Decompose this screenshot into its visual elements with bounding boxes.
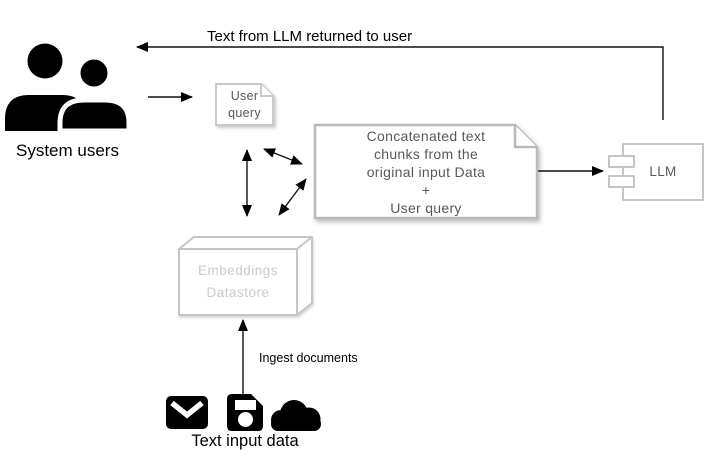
envelope-icon bbox=[166, 396, 208, 429]
system-users-label: System users bbox=[16, 141, 119, 160]
arrow-query-concat bbox=[263, 148, 303, 165]
user-query-label: User query bbox=[216, 88, 273, 122]
user-query-line1: User bbox=[230, 89, 259, 103]
cloud-icon bbox=[271, 400, 321, 431]
text-input-label: Text input data bbox=[191, 432, 299, 450]
note-fold-corner bbox=[260, 84, 273, 97]
concat-line3: original input Data bbox=[366, 164, 486, 180]
component-port-bottom bbox=[608, 175, 635, 188]
note-icon bbox=[215, 83, 274, 126]
note-fold-corner bbox=[513, 125, 537, 149]
datastore-front-face bbox=[178, 248, 298, 316]
return-arrow bbox=[136, 42, 664, 120]
note-icon bbox=[313, 123, 539, 220]
component-port-top bbox=[608, 155, 635, 168]
user-query-note bbox=[215, 83, 274, 126]
concat-line1: Concatenated text bbox=[366, 128, 486, 144]
datastore-box bbox=[178, 236, 313, 316]
datastore-line1: Embeddings bbox=[197, 263, 279, 278]
front-user-head bbox=[75, 54, 113, 92]
floppy-disk-icon bbox=[227, 394, 263, 431]
arrow-concat-datastore bbox=[278, 178, 307, 216]
concatenated-note bbox=[313, 123, 539, 220]
back-user-head bbox=[27, 43, 63, 79]
component-body bbox=[622, 143, 704, 201]
user-query-line2: query bbox=[228, 106, 261, 120]
front-user-body bbox=[57, 97, 132, 134]
return-arrow-label: Text from LLM returned to user bbox=[207, 28, 413, 45]
datastore-top-face bbox=[178, 236, 313, 250]
llm-label: LLM bbox=[649, 164, 677, 179]
llm-component bbox=[608, 143, 704, 201]
concatenated-label: Concatenated text chunks from the origin… bbox=[315, 127, 537, 217]
concat-line4: + bbox=[421, 182, 431, 198]
datastore-right-face bbox=[296, 236, 313, 316]
datastore-line2: Datastore bbox=[206, 285, 270, 300]
users-icon bbox=[5, 43, 132, 134]
ingest-label: Ingest documents bbox=[259, 351, 358, 365]
concat-line5: User query bbox=[390, 200, 462, 216]
concat-line2: chunks from the bbox=[373, 146, 479, 162]
datastore-label: Embeddings Datastore bbox=[179, 260, 297, 304]
